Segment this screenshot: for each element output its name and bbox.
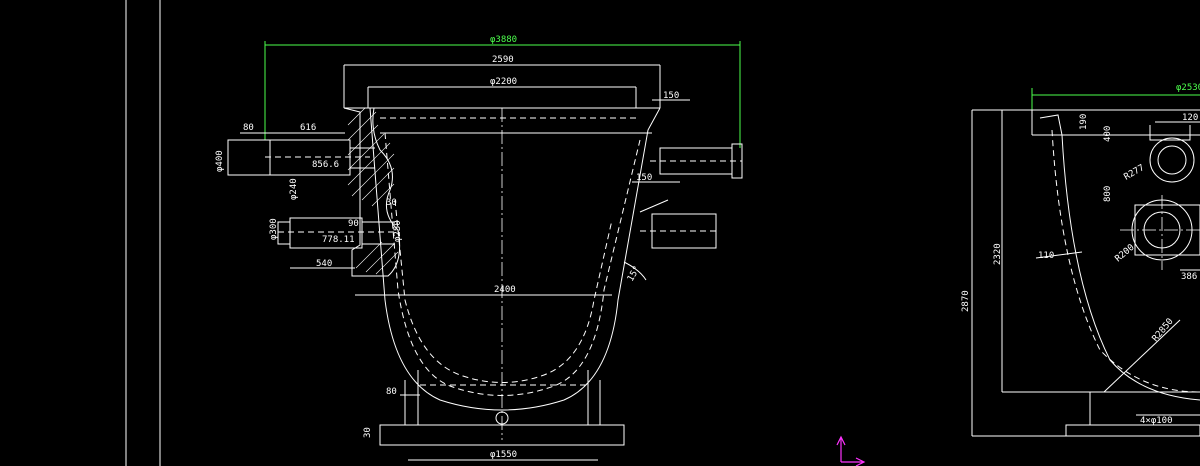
- dim-30: 30: [386, 198, 397, 208]
- dim-386: 386: [1181, 272, 1197, 282]
- dim-angle: 15°: [626, 264, 643, 283]
- dim-dia-250: φ250: [393, 220, 403, 242]
- dim-r200: R200: [1114, 243, 1137, 265]
- dim-150-mid: 150: [636, 173, 652, 183]
- dim-top-diameter: φ3880: [490, 35, 517, 45]
- dim-wall-110: 110: [1038, 251, 1054, 261]
- dim-190: 190: [1079, 114, 1089, 130]
- dim-120: 120: [1182, 113, 1198, 123]
- dim-rim-width: 2590: [492, 55, 514, 65]
- dim-540: 540: [316, 259, 332, 269]
- dim-400: 400: [1103, 126, 1113, 142]
- side-view[interactable]: φ2530 2870 2320 190 400 800 120 R277 R20…: [961, 83, 1200, 437]
- dim-base-80: 80: [386, 387, 397, 397]
- dim-side-top-diameter: φ2530: [1176, 83, 1200, 93]
- hatch-section: [347, 107, 399, 275]
- dim-856-6: 856.6: [312, 160, 339, 170]
- dim-778-11: 778.11: [322, 235, 355, 245]
- dim-90: 90: [348, 219, 359, 229]
- front-view[interactable]: φ3880 2590 φ2200 2400: [215, 35, 743, 461]
- dim-dia-240: φ240: [289, 178, 299, 200]
- dim-800: 800: [1103, 186, 1113, 202]
- dim-616: 616: [300, 123, 316, 133]
- dim-150-top: 150: [663, 91, 679, 101]
- ucs-axis-icon: [836, 435, 866, 466]
- dim-bolts: 4×φ100: [1140, 416, 1173, 426]
- dim-bottom-diameter: φ1550: [490, 450, 517, 460]
- dim-dia-400: φ400: [215, 150, 225, 172]
- dim-dia-300: φ300: [269, 218, 279, 240]
- dim-total-height: 2870: [961, 290, 971, 312]
- dim-left-80: 80: [243, 123, 254, 133]
- dim-base-30: 30: [363, 427, 373, 438]
- dim-r277: R277: [1123, 163, 1147, 183]
- dim-inner-diameter: φ2200: [490, 77, 517, 87]
- dim-height-2320: 2320: [993, 243, 1003, 265]
- dim-2400: 2400: [494, 285, 516, 295]
- dim-r2850: R2850: [1151, 317, 1176, 344]
